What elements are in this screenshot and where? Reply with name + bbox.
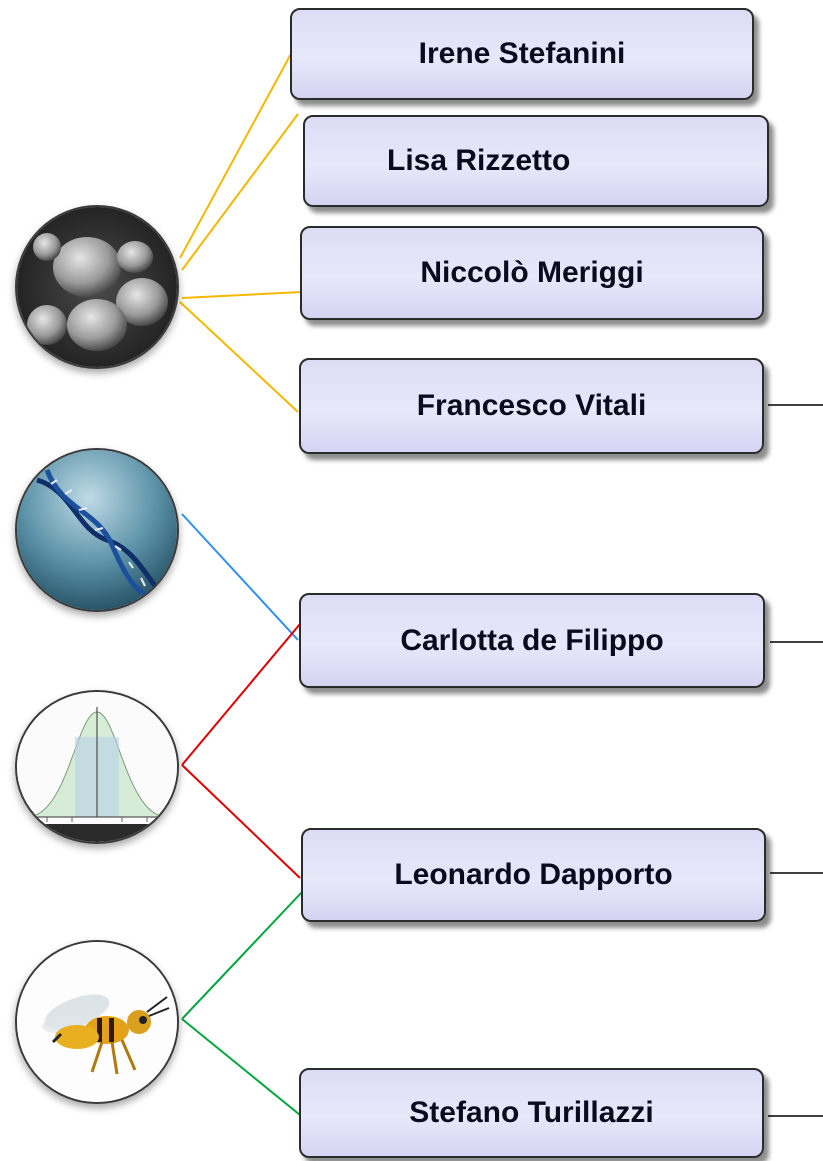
link-stats-leonardo xyxy=(181,764,301,879)
link-yeast-lisa xyxy=(181,113,299,271)
name-box-carlotta: Carlotta de Filippo xyxy=(299,593,765,688)
normal-distribution-icon xyxy=(15,690,179,844)
name-box-irene: Irene Stefanini xyxy=(290,8,754,100)
name-box-leonardo: Leonardo Dapporto xyxy=(301,828,766,922)
link-yeast-francesco xyxy=(179,301,299,413)
link-yeast-irene xyxy=(179,51,293,259)
link-stats-carlotta xyxy=(181,623,301,766)
name-box-lisa: Lisa Rizzetto xyxy=(303,115,769,207)
yeast-cells-icon xyxy=(15,205,179,369)
link-yeast-niccolo xyxy=(181,291,303,299)
link-wasp-stefano xyxy=(181,1018,301,1116)
wasp-icon xyxy=(15,940,179,1104)
name-box-stefano: Stefano Turillazzi xyxy=(299,1068,764,1158)
dna-helix-icon xyxy=(15,448,179,612)
link-wasp-leonardo xyxy=(181,891,303,1020)
name-box-francesco: Francesco Vitali xyxy=(299,358,764,454)
link-dna-carlotta xyxy=(181,513,299,641)
name-box-niccolo: Niccolò Meriggi xyxy=(300,226,764,320)
